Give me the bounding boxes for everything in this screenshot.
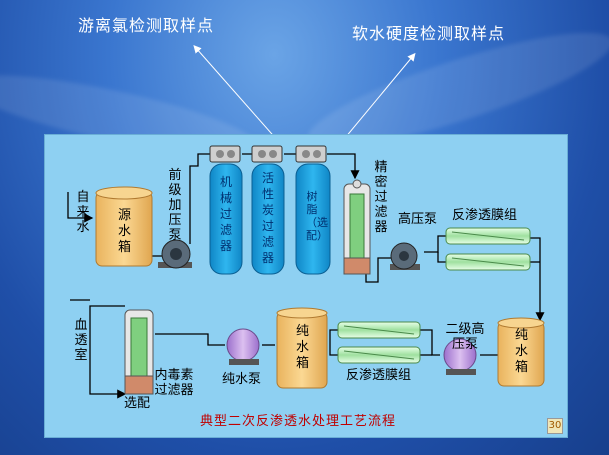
mechanical-filter-vessel xyxy=(209,163,243,275)
tap-water-label: 自来水 xyxy=(76,190,90,235)
pure-tank-2-label: 纯水箱 xyxy=(515,328,529,375)
soft-water-hardness-sampling-label: 软水硬度检测取样点 xyxy=(352,24,506,43)
second-stage-pump-label: 二级高压泵 xyxy=(445,322,485,352)
precision-filter-housing xyxy=(343,179,371,275)
mechanical-filter-label: 机械过滤器 xyxy=(220,175,233,253)
front-booster-pump xyxy=(158,239,192,269)
page-number-badge: 30 xyxy=(547,418,563,434)
free-chlorine-sampling-label: 游离氯检测取样点 xyxy=(78,16,215,35)
ro-module-1-label: 反渗透膜组 xyxy=(452,208,518,223)
source-tank-label: 源水箱 xyxy=(118,208,132,255)
pure-water-pump xyxy=(226,328,260,365)
pure-water-tank-2 xyxy=(497,317,545,387)
high-pressure-pump xyxy=(390,242,420,270)
precision-filter-label: 精密过滤器 xyxy=(374,160,388,235)
diagram-caption: 典型二次反渗透水处理工艺流程 xyxy=(200,414,397,429)
resin-optional-label: 树脂（选配） xyxy=(306,190,328,242)
pure-water-pump-label: 纯水泵 xyxy=(222,372,262,387)
second-stage-pump xyxy=(443,338,477,375)
front-pump-label: 前级加压泵 xyxy=(168,168,182,243)
ro-membrane-module-1 xyxy=(445,227,531,271)
high-pressure-pump-label: 高压泵 xyxy=(398,212,438,227)
pure-water-tank-1 xyxy=(276,307,328,389)
ro-membrane-module-2 xyxy=(337,321,421,364)
pure-tank-1-label: 纯水箱 xyxy=(296,324,310,371)
endotoxin-filter-housing xyxy=(124,309,154,395)
carbon-filter-label: 活性炭过滤器 xyxy=(262,171,275,265)
valve-heads xyxy=(209,145,327,163)
ro-module-2-label: 反渗透膜组 xyxy=(346,368,412,383)
source-water-tank xyxy=(95,186,153,267)
optional-label: 选配 xyxy=(124,396,151,411)
arrow-to-chlorine-label xyxy=(193,45,287,151)
carbon-filter-vessel xyxy=(251,163,285,275)
dialysis-room-label: 血透室 xyxy=(74,318,88,363)
resin-softener-vessel xyxy=(295,163,331,275)
endotoxin-filter-label: 内毒素过滤器 xyxy=(154,368,194,398)
